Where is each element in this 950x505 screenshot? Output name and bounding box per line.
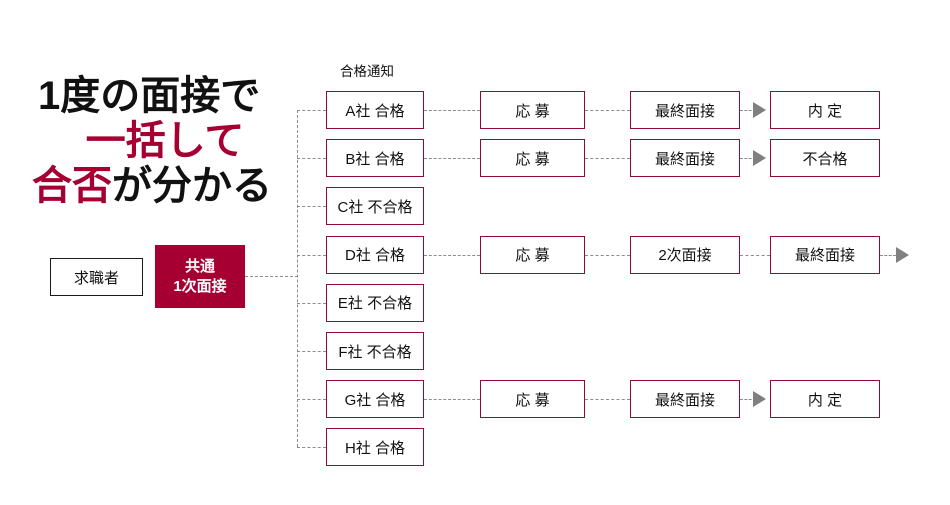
job-seeker-label: 求職者 (73, 269, 119, 287)
page-title: 1度の面接で 一括して 合否が分かる (30, 74, 300, 210)
flow-arrow-icon (753, 391, 766, 408)
connector-stage-to-outcome (740, 158, 756, 160)
outcome-box: 内 定 (770, 91, 880, 129)
company-result-box: C社 不合格 (326, 187, 424, 226)
headline-line-3-red: 合否 (32, 164, 112, 209)
connector-result-to-apply (424, 399, 480, 401)
common-first-interview-box: 共通 1次面接 (155, 245, 245, 308)
flow-arrow-icon (896, 246, 909, 263)
branch-stub (297, 399, 326, 401)
connector-result-to-apply (424, 110, 480, 111)
connector-apply-to-stage (585, 254, 630, 256)
outcome-box: 不合格 (770, 139, 880, 178)
apply-box: 応 募 (480, 91, 585, 129)
branch-stub (297, 302, 326, 304)
connector-stage-to-outcome (740, 399, 756, 401)
headline-line-3-black: が分かる (112, 164, 272, 209)
company-result-box: D社 合格 (326, 235, 424, 274)
flow-arrow-icon (753, 102, 766, 118)
job-seeker-box: 求職者 (50, 258, 143, 296)
branch-trunk-line (297, 110, 298, 447)
connector-apply-to-stage (585, 399, 630, 401)
branch-stub (297, 351, 326, 352)
connector-result-to-apply (424, 254, 480, 256)
apply-box: 応 募 (480, 235, 585, 274)
company-result-box: H社 合格 (326, 428, 424, 467)
outcome-box: 内 定 (770, 380, 880, 419)
outcome-box: 最終面接 (770, 235, 880, 274)
common-to-trunk-connector (245, 276, 298, 277)
company-result-box: G社 合格 (326, 380, 424, 419)
branch-stub (297, 206, 326, 208)
interview-stage-box: 最終面接 (630, 91, 740, 129)
company-result-box: B社 合格 (326, 139, 424, 178)
connector-apply-to-stage (585, 158, 630, 160)
interview-stage-box: 2次面接 (630, 235, 740, 274)
headline-line-2: 一括して (85, 119, 245, 164)
interview-stage-box: 最終面接 (630, 139, 740, 178)
apply-box: 応 募 (480, 139, 585, 178)
connector-result-to-apply (424, 158, 480, 160)
apply-box: 応 募 (480, 380, 585, 419)
branch-stub (297, 158, 326, 160)
connector-outcome-tail (880, 254, 896, 256)
company-result-box: F社 不合格 (326, 332, 424, 370)
common-interview-line-1: 共通 (184, 258, 215, 276)
connector-apply-to-stage (585, 110, 630, 111)
connector-stage-to-outcome (740, 110, 756, 111)
headline-line-3: 合否が分かる (30, 164, 300, 209)
flow-arrow-icon (753, 150, 766, 167)
company-result-box: E社 不合格 (326, 283, 424, 322)
branch-stub (297, 254, 326, 256)
interview-stage-box: 最終面接 (630, 380, 740, 419)
acceptance-notice-header: 合格通知 (340, 64, 394, 79)
company-result-box: A社 合格 (326, 91, 424, 129)
headline-line-1: 1度の面接で (38, 74, 261, 118)
common-interview-line-2: 1次面接 (173, 277, 227, 295)
connector-stage-to-outcome (740, 254, 770, 256)
branch-stub (297, 447, 326, 449)
branch-stub (297, 110, 326, 111)
